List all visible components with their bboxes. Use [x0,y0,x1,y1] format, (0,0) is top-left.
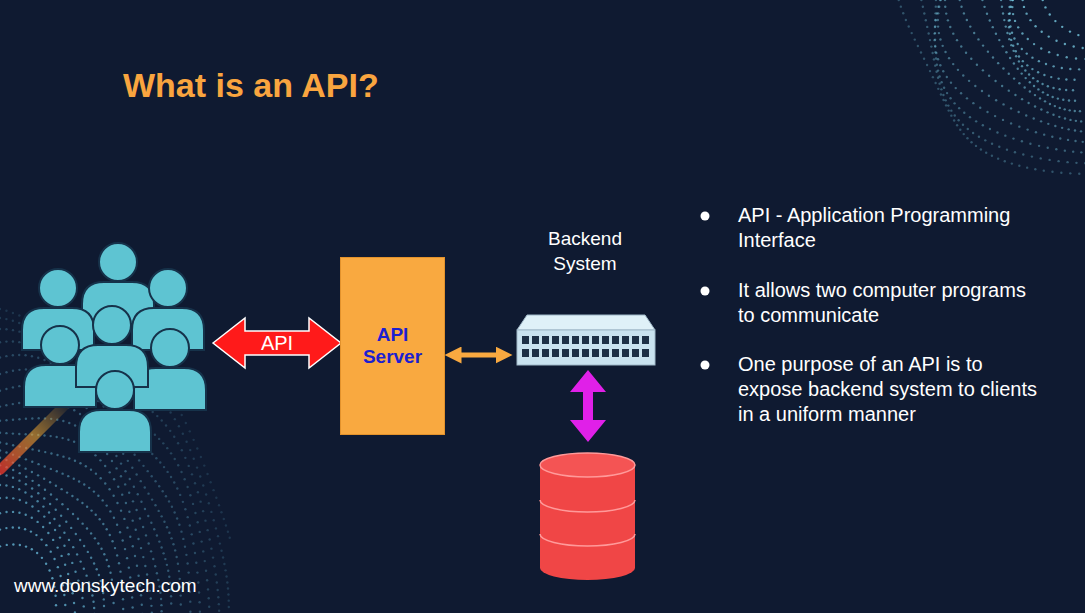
footer-url: www.donskytech.com [14,573,274,598]
slide-title: What is an API? [123,66,379,105]
bullet-text: One purpose of an API is to expose backe… [738,352,1038,427]
people-icon [22,243,206,452]
bullet-text: API - Application Programming Interface [738,203,1038,253]
link-arrow [453,353,504,358]
node-text: Backend System [530,226,640,276]
dot-swirl [0,308,231,613]
arrow-label: API [255,331,299,356]
switch-icon [517,315,655,365]
database-icon [540,453,635,580]
dot-swirl [898,0,1085,175]
db-arrow [570,370,606,442]
bullet-text: It allows two computer programs to commu… [738,278,1038,328]
api-server-box: API Server [340,257,445,435]
glow-streak [0,400,70,470]
backend-system: Backend System [512,226,658,368]
api-arrow [213,318,341,368]
node-text: API Server [357,324,429,368]
bullet-dots [701,212,710,370]
